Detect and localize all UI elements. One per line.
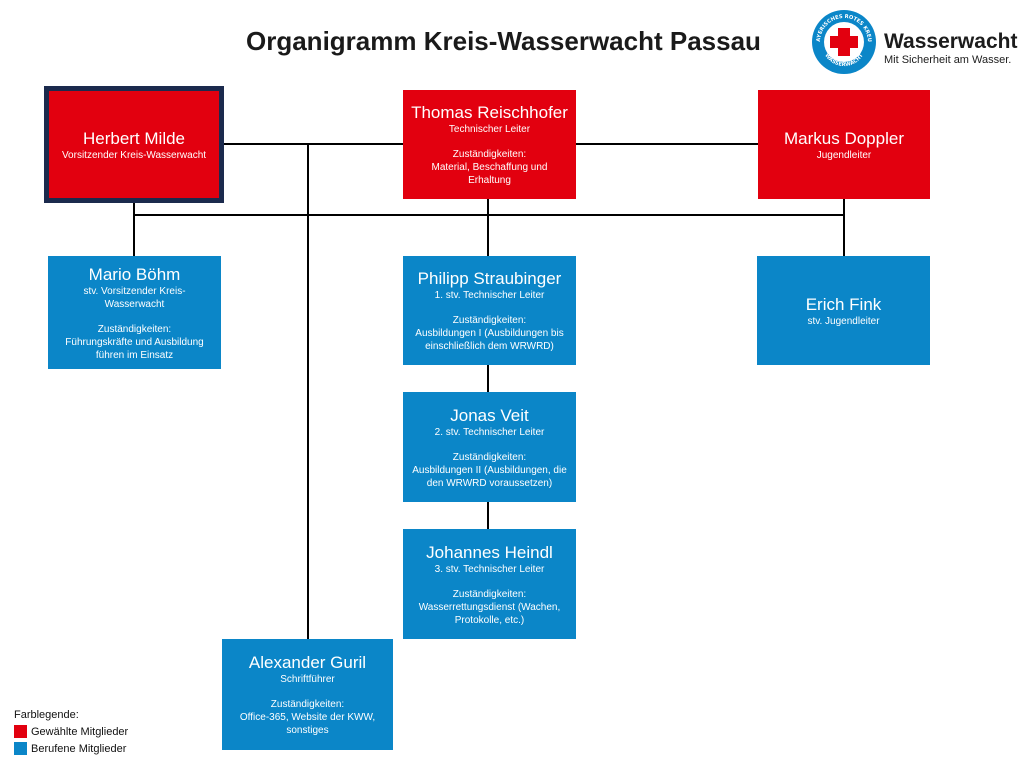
member-role: 3. stv. Technischer Leiter (434, 563, 545, 575)
member-name: Erich Fink (805, 294, 882, 314)
member-role: 1. stv. Technischer Leiter (434, 290, 545, 301)
red-swatch-icon (14, 725, 27, 738)
member-box-erich-fink: Erich Fink stv. Jugendleiter (757, 256, 930, 365)
responsibilities-text: Material, Beschaffung und Erhaltung (431, 162, 548, 186)
member-role: Technischer Leiter (448, 124, 531, 135)
responsibilities-text: Office-365, Website der KWW, sonstiges (239, 712, 376, 736)
member-name: Alexander Guril (248, 653, 367, 672)
responsibilities-text: Führungskräfte und Ausbildung führen im … (65, 336, 204, 361)
member-name: Jonas Veit (450, 405, 529, 425)
connector-top-row (223, 143, 403, 145)
member-name: Thomas Reischhofer (411, 103, 568, 122)
member-role: Jugendleiter (816, 149, 872, 161)
member-box-jonas-veit: Jonas Veit 2. stv. Technischer Leiter Zu… (403, 392, 576, 502)
legend-item-appointed: Berufene Mitglieder (14, 742, 128, 755)
responsibilities-label: Zuständigkeiten: (452, 588, 527, 600)
responsibilities-label: Zuständigkeiten: (452, 149, 527, 160)
logo-tagline: Mit Sicherheit am Wasser. (884, 54, 1012, 66)
connector-lower-branch (134, 214, 845, 216)
responsibilities-text: Wasserrettungsdienst (Wachen, Protokolle… (418, 601, 561, 626)
connector-milde-down (133, 203, 135, 256)
legend-label-appointed: Berufene Mitglieder (31, 742, 127, 755)
member-box-thomas-reischhofer: Thomas Reischhofer Technischer Leiter Zu… (403, 90, 576, 199)
member-name: Markus Doppler (784, 128, 904, 148)
responsibilities-label: Zuständigkeiten: (97, 323, 172, 335)
connector-doppler-down (843, 199, 845, 256)
member-role: stv. Jugendleiter (807, 315, 880, 327)
member-name: Philipp Straubinger (417, 269, 562, 288)
blue-swatch-icon (14, 742, 27, 755)
member-box-alexander-guril: Alexander Guril Schriftführer Zuständigk… (222, 639, 393, 750)
page-title: Organigramm Kreis-Wasserwacht Passau (246, 26, 761, 56)
member-box-johannes-heindl: Johannes Heindl 3. stv. Technischer Leit… (403, 529, 576, 639)
legend-title: Farblegende: (14, 709, 79, 721)
responsibilities-text: Ausbildungen II (Ausbildungen, die den W… (412, 464, 567, 489)
member-box-mario-boehm: Mario Böhm stv. Vorsitzender Kreis-Wasse… (48, 256, 221, 369)
logo-brand: Wasserwacht (884, 30, 1018, 53)
member-name: Herbert Milde (82, 128, 186, 148)
member-box-herbert-milde: Herbert Milde Vorsitzender Kreis-Wasserw… (44, 86, 224, 203)
member-role: stv. Vorsitzender Kreis-Wasserwacht (83, 285, 186, 310)
member-role: Schriftführer (280, 674, 335, 685)
connector-straubinger-veit (487, 365, 489, 392)
responsibilities-label: Zuständigkeiten: (452, 315, 527, 326)
connector-veit-heindl (487, 502, 489, 529)
responsibilities-label: Zuständigkeiten: (270, 699, 345, 710)
member-box-markus-doppler: Markus Doppler Jugendleiter (758, 90, 930, 199)
legend-item-elected: Gewählte Mitglieder (14, 725, 128, 738)
connector-guril (307, 143, 309, 639)
connector-reischhofer-down (487, 199, 489, 256)
member-role: 2. stv. Technischer Leiter (434, 426, 545, 438)
member-name: Johannes Heindl (426, 542, 553, 562)
responsibilities-label: Zuständigkeiten: (452, 451, 527, 463)
wasserwacht-logo: BAYERISCHES ROTES KREUZ WASSERWACHT Wass… (810, 8, 1020, 78)
member-box-philipp-straubinger: Philipp Straubinger 1. stv. Technischer … (403, 256, 576, 365)
member-name: Mario Böhm (88, 264, 181, 284)
legend-label-elected: Gewählte Mitglieder (31, 725, 129, 738)
red-cross-emblem-icon: BAYERISCHES ROTES KREUZ WASSERWACHT (810, 8, 876, 74)
connector-top-row-right (575, 143, 758, 145)
member-role: Vorsitzender Kreis-Wasserwacht (61, 149, 207, 161)
color-legend: Farblegende: Gewählte Mitglieder Berufen… (14, 709, 128, 755)
responsibilities-text: Ausbildungen I (Ausbildungen bis einschl… (415, 328, 564, 352)
